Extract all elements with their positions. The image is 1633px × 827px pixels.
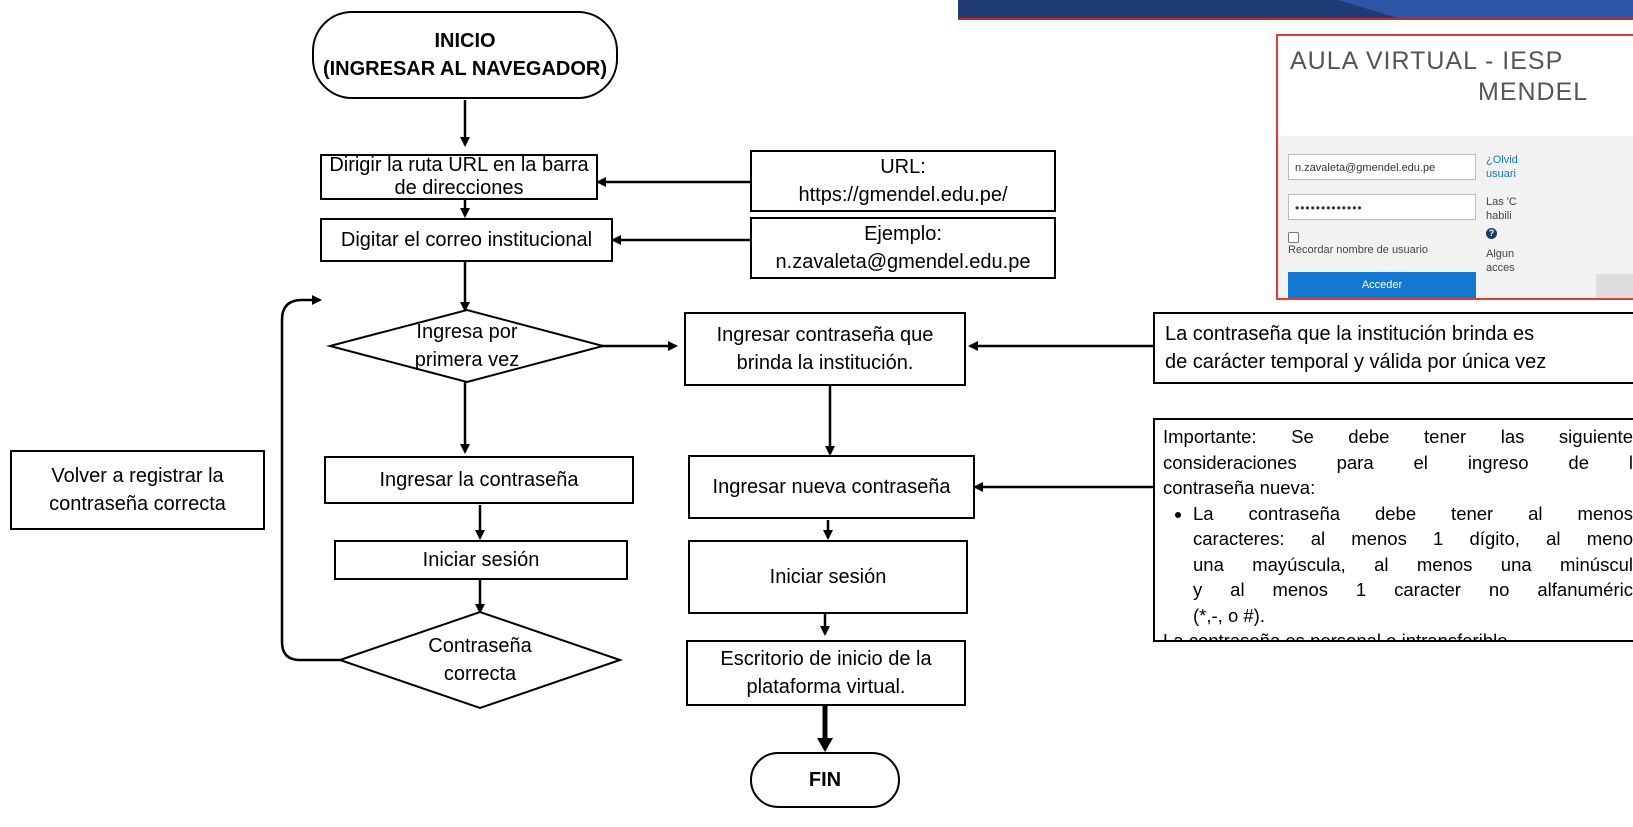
start-line2: (INGRESAR AL NAVEGADOR)	[322, 58, 608, 80]
important-intro-3: contraseña nueva:	[1163, 477, 1316, 498]
step-login-right-label: Iniciar sesión	[769, 566, 887, 588]
step-url-line1: Dirigir la ruta URL en la barra	[329, 154, 589, 176]
help-icon[interactable]: ?	[1486, 228, 1497, 239]
step-enter-password-label: Ingresar la contraseña	[379, 469, 579, 491]
header-banner	[958, 0, 1633, 20]
decision-first-line2: primera vez	[414, 349, 520, 371]
bullet-line-2: caracteres: al menos 1 dígito, al meno	[1193, 528, 1633, 549]
password-input[interactable]: •••••••••••••	[1288, 194, 1476, 220]
guest-button[interactable]	[1596, 274, 1633, 298]
important-footer: La contraseña es personal e intransferib…	[1163, 630, 1513, 642]
step-url-line2: de direcciones	[394, 177, 524, 199]
important-note: Importante: Se debe tener las siguiente …	[1153, 418, 1633, 642]
important-bullet: La contraseña debe tener al menos caract…	[1193, 501, 1633, 629]
retry-note: Volver a registrar la contraseña correct…	[10, 450, 265, 530]
decision-correct-shape	[336, 610, 624, 710]
step-login-left-label: Iniciar sesión	[422, 549, 540, 571]
retry-note-line1: Volver a registrar la	[51, 465, 224, 487]
bullet-line-3: una mayúscula, al menos una minúscul	[1193, 553, 1633, 575]
step-email: Digitar el correo institucional	[320, 218, 613, 262]
end-label: FIN	[808, 769, 842, 791]
step-new-password-label: Ingresar nueva contraseña	[712, 476, 951, 498]
login-title-line1: AULA VIRTUAL - IESP	[1290, 47, 1564, 75]
important-intro-2: consideraciones para el ingreso de l	[1163, 451, 1633, 473]
decision-first-time-shape	[326, 308, 607, 384]
step-dashboard-line1: Escritorio de inicio de la	[720, 648, 932, 670]
bullet-line-4: y al menos 1 caracter no alfanuméric	[1193, 579, 1633, 600]
temp-note-line1: La contraseña que la institución brinda …	[1165, 323, 1535, 345]
decision-correct-line1: Contraseña	[428, 635, 532, 657]
forgot-link-line2[interactable]: usuari	[1486, 168, 1516, 180]
decision-correct-line2: correcta	[443, 663, 517, 685]
important-bullets: La contraseña debe tener al menos caract…	[1163, 501, 1633, 629]
temp-note-line2: de carácter temporal y válida por única …	[1165, 351, 1547, 373]
decision-password-correct: Contraseña correcta	[400, 628, 560, 692]
step-temp-password: Ingresar contraseña que brinda la instit…	[684, 312, 966, 386]
decision-first-time: Ingresa por primera vez	[387, 314, 547, 378]
step-enter-password: Ingresar la contraseña	[324, 456, 634, 504]
bullet-line-1: La contraseña debe tener al menos	[1193, 502, 1633, 524]
end-terminal: FIN	[750, 752, 900, 808]
step-login-left: Iniciar sesión	[334, 540, 628, 580]
banner-accent	[1338, 0, 1633, 18]
start-line1: INICIO	[434, 30, 496, 52]
email-note: Ejemplo: n.zavaleta@gmendel.edu.pe	[750, 217, 1056, 279]
step-email-label: Digitar el correo institucional	[340, 229, 593, 251]
retry-note-line2: contraseña correcta	[49, 493, 226, 515]
step-login-right: Iniciar sesión	[688, 540, 968, 614]
guest-text-line2: acces	[1486, 262, 1515, 274]
url-note-line2: https://gmendel.edu.pe/	[798, 184, 1008, 206]
remember-label-visible: Recordar nombre de usuario	[1288, 244, 1429, 256]
url-note: URL: https://gmendel.edu.pe/	[750, 150, 1056, 212]
start-terminal: INICIO (INGRESAR AL NAVEGADOR)	[312, 11, 618, 99]
step-new-password: Ingresar nueva contraseña	[688, 455, 975, 519]
decision-first-line1: Ingresa por	[416, 321, 518, 343]
cookies-text-line2: habili	[1486, 210, 1512, 222]
cookies-text-line1: Las 'C	[1486, 196, 1517, 208]
step-url: Dirigir la ruta URL en la barra de direc…	[320, 154, 598, 200]
arrow-dashboard-end-head	[817, 738, 833, 752]
arrow-retry-loop	[280, 295, 340, 662]
username-input[interactable]: n.zavaleta@gmendel.edu.pe	[1288, 154, 1476, 180]
email-note-line2: n.zavaleta@gmendel.edu.pe	[775, 251, 1031, 273]
login-title-line2: MENDEL	[1478, 78, 1589, 106]
login-submit-button[interactable]: Acceder	[1288, 272, 1476, 298]
step-dashboard-line2: plataforma virtual.	[746, 676, 906, 698]
email-note-line1: Ejemplo:	[864, 223, 942, 245]
temp-password-note: La contraseña que la institución brinda …	[1153, 312, 1633, 384]
banner-red-line	[958, 18, 1633, 20]
step-temp-line2: brinda la institución.	[736, 352, 914, 374]
guest-text-line1: Algun	[1486, 248, 1515, 260]
important-intro-1: Importante: Se debe tener las siguiente	[1163, 426, 1633, 447]
step-temp-line1: Ingresar contraseña que	[716, 324, 934, 346]
step-dashboard: Escritorio de inicio de la plataforma vi…	[686, 640, 966, 706]
remember-checkbox[interactable]	[1288, 232, 1299, 243]
bullet-line-5: (*,-, o #).	[1193, 604, 1265, 626]
url-note-line1: URL:	[880, 156, 926, 178]
forgot-link-line1[interactable]: ¿Olvid	[1486, 154, 1518, 166]
login-panel: AULA VIRTUAL - IESP MENDEL n.zavaleta@gm…	[1276, 34, 1633, 300]
